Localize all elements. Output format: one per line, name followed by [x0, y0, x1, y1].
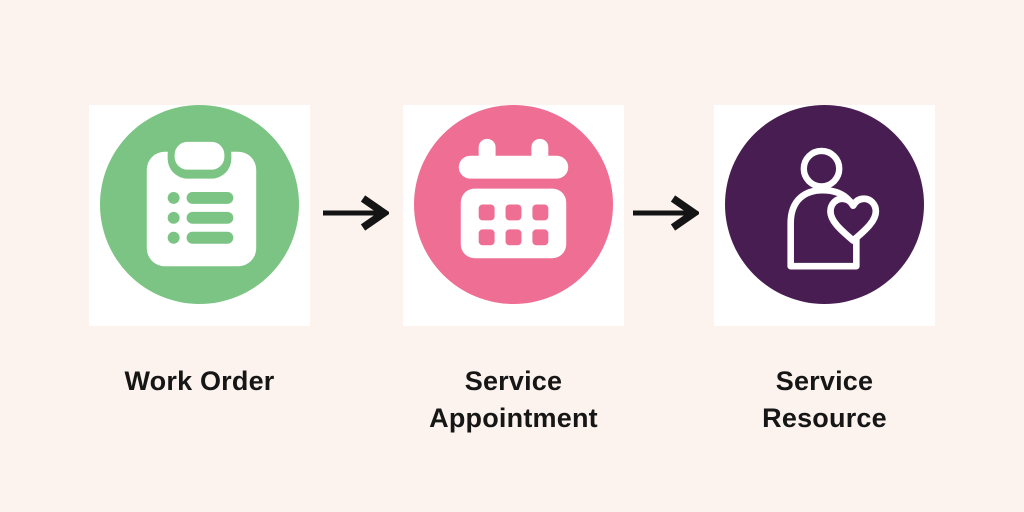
arrow-right-icon	[321, 195, 389, 231]
step-service-resource: Service Resource	[714, 94, 935, 437]
arrow-right-icon	[631, 195, 699, 231]
step-label-service-appointment: Service Appointment	[403, 363, 624, 437]
step-label-line: Service	[775, 366, 874, 396]
step-label-line: Appointment	[429, 403, 598, 433]
step-label-service-resource: Service Resource	[714, 363, 935, 437]
step-label-line: Work Order	[124, 366, 275, 396]
service-appointment-circle	[414, 105, 613, 304]
step-label-line: Service	[464, 366, 563, 396]
calendar-icon	[458, 138, 569, 259]
step-work-order: Work Order	[89, 94, 310, 400]
clipboard-list-icon	[146, 133, 257, 267]
step-label-work-order: Work Order	[89, 363, 310, 400]
service-appointment-tile	[403, 105, 624, 326]
person-heart-icon	[787, 147, 880, 270]
work-order-circle	[100, 105, 299, 304]
service-resource-tile	[714, 105, 935, 326]
work-order-tile	[89, 105, 310, 326]
step-label-line: Resource	[762, 403, 887, 433]
step-service-appointment: Service Appointment	[403, 94, 624, 437]
service-resource-circle	[725, 105, 924, 304]
